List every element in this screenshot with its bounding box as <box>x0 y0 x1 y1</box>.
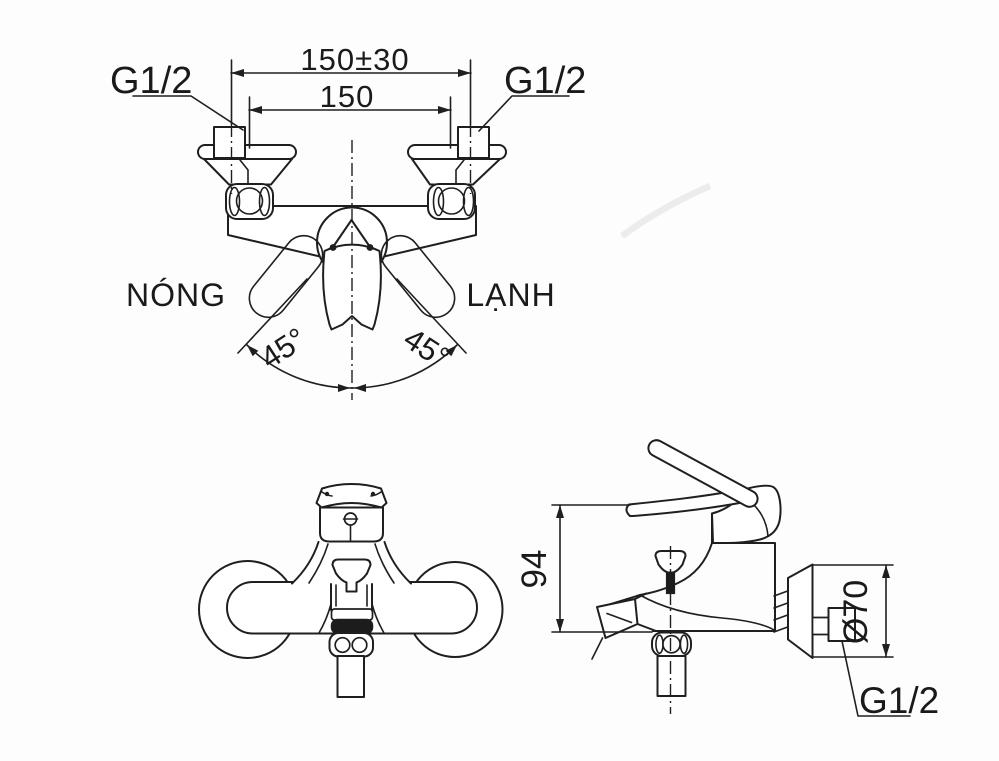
coupling-hole <box>351 636 368 654</box>
dimension-94: 94 <box>515 504 653 633</box>
front-view <box>198 483 504 698</box>
leader-line <box>478 95 570 132</box>
arrowhead <box>249 106 262 114</box>
bar-corner-curves <box>318 603 385 634</box>
arrowhead <box>556 619 564 632</box>
eccentric-step-left <box>239 159 249 185</box>
arrowhead <box>445 345 457 357</box>
hex-nut-right <box>427 183 476 220</box>
side-view: 94 Ø70 G1/2 <box>515 439 939 721</box>
body-contour-line <box>639 594 775 631</box>
extension-lines <box>811 564 894 658</box>
hose-connector-front <box>336 655 365 698</box>
wall-flange-cone <box>787 563 814 659</box>
hose-connector-side <box>656 655 687 697</box>
dimension-150-30: 150±30 <box>230 42 472 194</box>
nut-lobe <box>462 186 475 217</box>
pipe-head-left <box>213 126 246 159</box>
mount-nut-ribs <box>773 589 790 633</box>
thread-callout-bottom: G1/2 <box>841 640 939 721</box>
phantom-handle-right <box>380 234 456 319</box>
cap-screw-lines <box>342 518 359 543</box>
wall-fitting-right <box>407 126 507 220</box>
stub-neck <box>811 616 830 636</box>
spout-lip <box>330 608 374 621</box>
plate-dot <box>324 491 330 497</box>
dim-150-label: 150 <box>320 79 375 114</box>
extension-lines <box>248 96 452 149</box>
coupling-hole <box>334 636 351 654</box>
lever-plate-front <box>315 483 388 509</box>
handle-dome-side <box>711 484 782 544</box>
dim-94-label: 94 <box>515 550 554 589</box>
escutcheon-left <box>197 144 297 160</box>
dimension-dia70: Ø70 <box>811 564 894 658</box>
arrowhead <box>338 384 350 392</box>
cold-label: LẠNH <box>466 277 555 313</box>
phantom-handle-left <box>248 234 324 319</box>
pipe-head-right <box>457 126 490 159</box>
center-section-inner-lines <box>335 584 368 607</box>
eccentric-step-right <box>455 159 465 185</box>
diverter-knob-front <box>331 558 372 593</box>
extension-lines <box>551 504 653 633</box>
neck-outline <box>291 541 412 585</box>
coupling-nut-circle <box>662 634 681 654</box>
arrowhead <box>882 565 890 578</box>
pivot-dot <box>329 244 337 251</box>
smudge-artifact <box>620 183 712 239</box>
spout-links <box>634 592 657 632</box>
thread-g12-side-label: G1/2 <box>859 680 939 721</box>
arrowhead <box>882 644 890 657</box>
arrowhead <box>438 106 451 114</box>
nut-knurl-left <box>235 187 264 215</box>
thread-g12-top-right-label: G1/2 <box>504 60 586 102</box>
arrowhead <box>556 505 564 518</box>
arrowhead <box>354 384 366 392</box>
wall-fitting-left <box>197 126 297 220</box>
fitting-centerlines <box>230 124 472 194</box>
top-view: 150±30 150 G1/2 G1/2 NÓNG LẠNH <box>110 42 586 400</box>
nut-lobe <box>228 186 241 217</box>
thread-callout-top-right: G1/2 <box>478 60 586 132</box>
arrowhead <box>231 69 244 77</box>
arrowhead <box>458 69 471 77</box>
handle-lever-side <box>647 439 759 508</box>
spout-detail-lines <box>591 612 633 660</box>
thread-g12-top-left-label: G1/2 <box>110 60 192 102</box>
nut-knurl-right <box>437 187 466 215</box>
pivot-dot <box>366 244 374 251</box>
leader-line <box>841 640 911 717</box>
handle-chevron <box>332 219 371 248</box>
plate-dot <box>370 491 376 497</box>
handle-plate-side <box>625 488 749 517</box>
arrowhead <box>247 345 259 357</box>
dimension-150: 150 <box>248 79 452 149</box>
extension-lines <box>230 59 472 125</box>
diverter-knob-side <box>654 550 687 574</box>
leader-line <box>132 95 244 131</box>
thread-callout-top-left: G1/2 <box>110 60 244 131</box>
spout-mouth-dark <box>330 618 374 635</box>
nut-lobe <box>432 186 445 217</box>
neck-inner-lines <box>308 543 395 584</box>
dim-150pm30-label: 150±30 <box>300 42 409 77</box>
angle-extension-lines <box>237 278 467 354</box>
handle-front <box>315 483 388 543</box>
nut-lobe <box>258 186 271 217</box>
hot-label: NÓNG <box>126 277 226 313</box>
dim-dia70-label: Ø70 <box>837 580 875 644</box>
